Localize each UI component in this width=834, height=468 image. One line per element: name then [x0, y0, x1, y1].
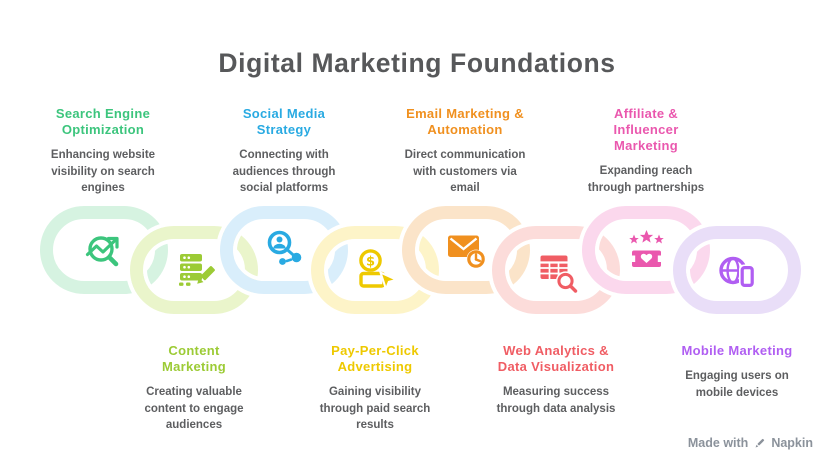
item-description: Expanding reach through partnerships — [587, 165, 705, 194]
envelope-clock-icon — [443, 227, 489, 273]
stars-handshake-icon — [623, 227, 669, 273]
label-affiliate-influencer-marketing: Affiliate & Influencer Marketing Expandi… — [554, 106, 738, 196]
label-web-analytics-data-visualization: Web Analytics & Data Visualization Measu… — [464, 343, 648, 417]
item-description: Creating valuable content to engage audi… — [144, 386, 244, 431]
item-description: Direct communication with customers via … — [404, 149, 526, 194]
item-heading: Email Marketing & Automation — [406, 106, 524, 137]
coin-click-cursor-icon: $ — [352, 247, 398, 293]
content-stack-pencil-icon — [171, 247, 217, 293]
trend-magnifier-icon — [81, 227, 127, 273]
label-content-marketing: Content Marketing Creating valuable cont… — [102, 343, 286, 434]
item-heading: Search Engine Optimization — [55, 106, 151, 137]
napkin-brand-text: Napkin — [771, 436, 813, 450]
item-description: Enhancing website visibility on search e… — [50, 149, 156, 194]
item-description: Gaining visibility through paid search r… — [319, 386, 431, 431]
label-pay-per-click-advertising: Pay-Per-Click Advertising Gaining visibi… — [283, 343, 467, 434]
item-description: Measuring success through data analysis — [496, 386, 616, 415]
made-with-text: Made with — [687, 436, 749, 450]
item-heading: Content Marketing — [161, 343, 227, 374]
napkin-pen-icon — [753, 437, 766, 450]
item-heading: Pay-Per-Click Advertising — [331, 343, 419, 374]
label-search-engine-optimization: Search Engine Optimization Enhancing web… — [11, 106, 195, 197]
label-email-marketing-automation: Email Marketing & Automation Direct comm… — [373, 106, 557, 197]
item-description: Engaging users on mobile devices — [685, 370, 789, 399]
item-heading: Affiliate & Influencer Marketing — [613, 106, 679, 153]
globe-phone-icon — [714, 247, 760, 293]
item-description: Connecting with audiences through social… — [232, 149, 336, 194]
item-heading: Mobile Marketing — [681, 343, 793, 358]
made-with-napkin: Made with Napkin — [688, 436, 813, 450]
svg-text:$: $ — [366, 254, 375, 269]
data-table-magnifier-icon — [533, 247, 579, 293]
audience-network-icon — [261, 227, 307, 273]
item-heading: Web Analytics & Data Visualization — [497, 343, 615, 374]
label-social-media-strategy: Social Media Strategy Connecting with au… — [192, 106, 376, 197]
item-heading: Social Media Strategy — [242, 106, 326, 137]
label-mobile-marketing: Mobile Marketing Engaging users on mobil… — [645, 343, 829, 401]
page-title: Digital Marketing Foundations — [218, 48, 616, 78]
chain-link-mobile-marketing — [673, 226, 801, 314]
